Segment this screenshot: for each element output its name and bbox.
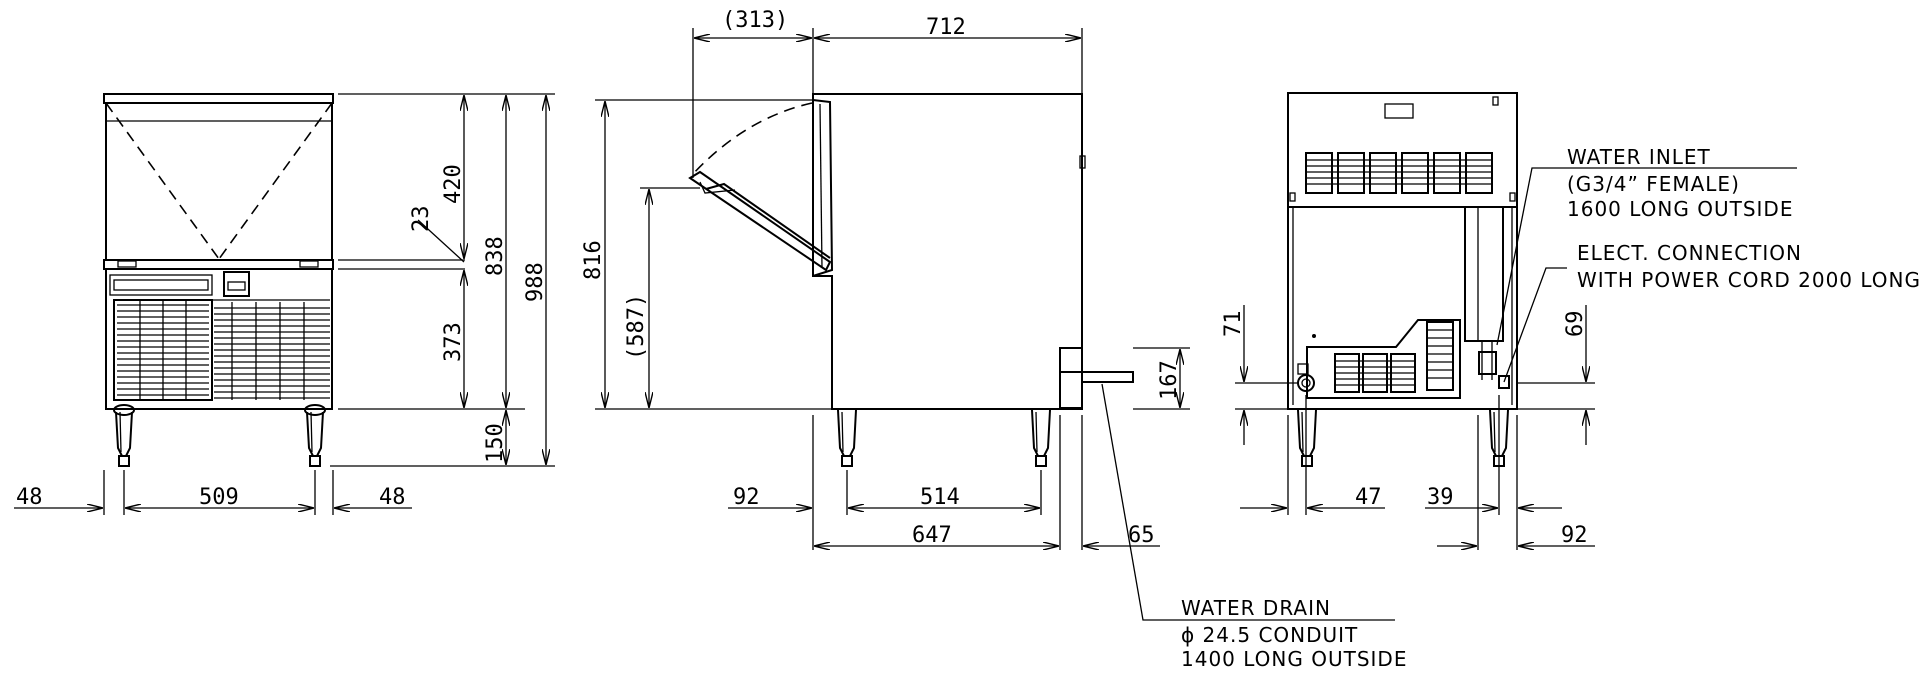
- side-drain-height: 167: [1157, 360, 1182, 400]
- water-inlet-line2: 1600 LONG OUTSIDE: [1567, 197, 1793, 221]
- side-leg-spacing: 514: [920, 485, 960, 510]
- front-width-right-leg: 48: [379, 485, 406, 510]
- rear-right-edge: 92: [1561, 523, 1588, 548]
- elect-connection-title: ELECT. CONNECTION: [1577, 241, 1802, 265]
- front-height-leg: 150: [483, 423, 508, 463]
- rear-right-height: 69: [1563, 311, 1588, 338]
- front-height-lower: 373: [441, 322, 466, 362]
- water-inlet-line1: (G3/4” FEMALE): [1567, 172, 1740, 196]
- water-inlet-title: WATER INLET: [1567, 145, 1711, 169]
- side-door-swing: (313): [722, 8, 788, 33]
- front-left-grille: [117, 300, 209, 400]
- elect-connection-line1: WITH POWER CORD 2000 LONG: [1577, 268, 1919, 292]
- side-drain-offset: 65: [1128, 523, 1155, 548]
- rear-left-offset: 47: [1355, 485, 1382, 510]
- front-view: 48 509 48 420 373 150 23 838 988: [14, 93, 555, 515]
- rear-right-offset: 39: [1427, 485, 1454, 510]
- side-height-door-open: (587): [624, 294, 649, 360]
- side-legs: [837, 409, 1051, 467]
- front-height-gap: 23: [409, 206, 434, 233]
- rear-legs: [1297, 409, 1509, 467]
- front-height-body: 838: [483, 236, 508, 276]
- front-legs: [113, 404, 326, 467]
- rear-view: 71 69 47 39 92 WATER INLET (G3/4” FEMALE…: [1221, 92, 1919, 550]
- front-height-total: 988: [523, 262, 548, 302]
- rear-upper-louvers: [1305, 152, 1493, 194]
- rear-lower-louvers: [1334, 321, 1454, 393]
- side-height-body: 816: [581, 240, 606, 280]
- rear-left-height: 71: [1221, 311, 1246, 338]
- water-drain-line2: 1400 LONG OUTSIDE: [1181, 647, 1407, 671]
- water-drain-line1: ϕ 24.5 CONDUIT: [1181, 623, 1358, 647]
- side-depth-base: 647: [912, 523, 952, 548]
- front-right-grille: [214, 302, 330, 400]
- front-width-between: 509: [199, 485, 239, 510]
- front-width-left-leg: 48: [16, 485, 43, 510]
- water-drain-title: WATER DRAIN: [1181, 596, 1331, 620]
- front-height-upper: 420: [441, 164, 466, 204]
- side-view: (313) 712 816 (587) 167 92 514 647 65 WA…: [581, 8, 1407, 671]
- side-front-offset: 92: [733, 485, 760, 510]
- side-depth-total: 712: [926, 15, 966, 40]
